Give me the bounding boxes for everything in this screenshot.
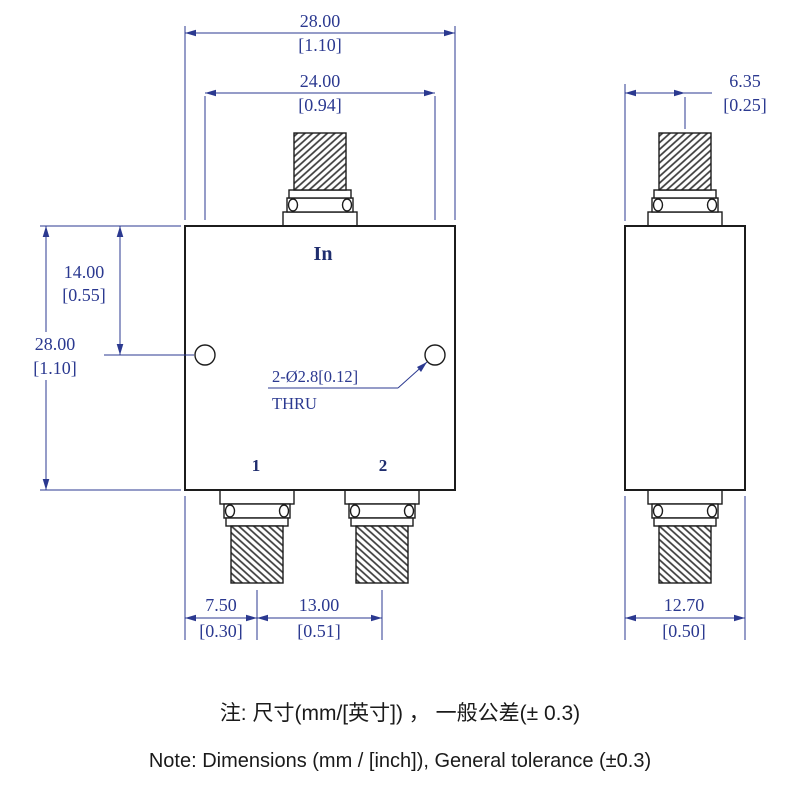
dim-port1-offset-in: [0.30] <box>199 621 243 641</box>
port2-label: 2 <box>379 456 388 475</box>
dim-side-depth-in: [0.50] <box>662 621 706 641</box>
front-body <box>184 225 456 491</box>
dim-port-pitch-mm: 13.00 <box>299 595 340 615</box>
side-body <box>624 225 746 491</box>
dim-side-offset-mm: 6.35 <box>729 71 761 91</box>
dim-front-width-mm: 28.00 <box>300 11 341 31</box>
dim-hole-offset-in: [0.55] <box>62 285 106 305</box>
dim-front-height-mm: 28.00 <box>35 334 76 354</box>
dim-hole-offset-mm: 14.00 <box>64 262 105 282</box>
drawing-notes: 注: 尺寸(mm/[英寸]) ， 一般公差(± 0.3) Note: Dimen… <box>149 702 651 772</box>
dim-side-depth-mm: 12.70 <box>664 595 705 615</box>
mounting-hole-right <box>424 344 446 366</box>
dim-front-height-in: [1.10] <box>33 358 77 378</box>
input-port-label: In <box>314 243 333 265</box>
side-view <box>624 132 746 584</box>
dim-hole-span-in: [0.94] <box>298 95 342 115</box>
dim-front-width: 28.00 [1.10] <box>184 11 456 220</box>
sma-connector-port2 <box>344 489 420 584</box>
front-view: In 1 2 <box>184 132 456 584</box>
hole-callout: 2-Ø2.8[0.12] THRU <box>268 361 428 413</box>
mounting-hole-left <box>194 344 216 366</box>
note-chinese: 注: 尺寸(mm/[英寸]) ， 一般公差(± 0.3) <box>220 702 580 725</box>
hole-callout-thru: THRU <box>272 394 317 413</box>
dim-hole-span-mm: 24.00 <box>300 71 341 91</box>
dim-side-depth: 12.70 [0.50] <box>624 496 746 641</box>
sma-connector-port1 <box>219 489 295 584</box>
hole-callout-text: 2-Ø2.8[0.12] <box>272 367 358 386</box>
dim-hole-offset: 14.00 [0.55] <box>62 226 194 356</box>
note-english: Note: Dimensions (mm / [inch]), General … <box>149 750 651 772</box>
sma-connector-side-top <box>647 132 723 227</box>
dim-front-bottom: 7.50 [0.30] 13.00 [0.51] <box>184 496 383 641</box>
port1-label: 1 <box>252 456 261 475</box>
dim-front-height: 28.00 [1.10] <box>33 225 181 491</box>
sma-connector-side-bottom <box>647 489 723 584</box>
dim-side-connector-offset: 6.35 [0.25] <box>624 71 767 221</box>
dim-side-offset-in: [0.25] <box>723 95 767 115</box>
sma-connector-input <box>282 132 358 227</box>
dim-port1-offset-mm: 7.50 <box>205 595 237 615</box>
dim-port-pitch-in: [0.51] <box>297 621 341 641</box>
dim-hole-span: 24.00 [0.94] <box>204 71 436 220</box>
dim-front-width-in: [1.10] <box>298 35 342 55</box>
